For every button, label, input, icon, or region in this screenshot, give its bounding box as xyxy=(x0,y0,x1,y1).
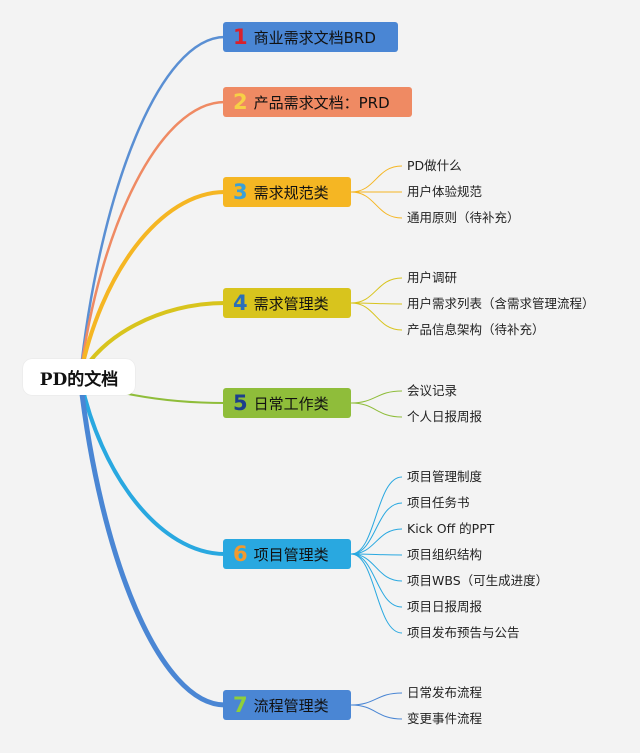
leaf-connector xyxy=(350,402,403,418)
topic-node-6[interactable]: 6 项目管理类 xyxy=(223,539,351,569)
leaf-connector xyxy=(350,302,403,331)
leaf-item[interactable]: 项目WBS（可生成进度） xyxy=(407,573,549,588)
topic-label: 日常工作类 xyxy=(253,394,329,413)
branch-connector-1 xyxy=(78,35,227,379)
leaf-item[interactable]: 个人日报周报 xyxy=(407,409,483,424)
topic-number: 2 xyxy=(233,89,248,114)
branch-connector-6 xyxy=(78,375,227,556)
leaf-item[interactable]: 变更事件流程 xyxy=(407,711,483,726)
leaf-connector xyxy=(350,553,403,634)
leaf-connector xyxy=(350,528,403,555)
leaf-connector xyxy=(350,191,403,219)
topic-node-2[interactable]: 2 产品需求文档：PRD xyxy=(223,87,412,117)
topic-node-4[interactable]: 4 需求管理类 xyxy=(223,288,351,318)
topic-number: 6 xyxy=(233,541,248,566)
topic-number: 7 xyxy=(233,692,248,717)
branch-connector-2 xyxy=(78,100,227,379)
topic-number: 3 xyxy=(233,179,248,204)
leaf-item[interactable]: PD做什么 xyxy=(407,158,462,173)
topic-label: 产品需求文档：PRD xyxy=(253,93,390,112)
leaf-item[interactable]: 日常发布流程 xyxy=(407,685,483,700)
root-label: PD的文档 xyxy=(39,369,119,390)
leaf-connector xyxy=(350,165,403,193)
leaf-item[interactable]: 用户调研 xyxy=(407,270,458,285)
leaf-item[interactable]: 通用原则（待补充） xyxy=(407,210,520,225)
branch-connector-7 xyxy=(77,374,228,708)
topic-node-5[interactable]: 5 日常工作类 xyxy=(223,388,351,418)
topic-node-1[interactable]: 1 商业需求文档BRD xyxy=(223,22,398,52)
topic-label: 商业需求文档BRD xyxy=(253,28,376,47)
topic-number: 5 xyxy=(233,390,248,415)
leaf-connector xyxy=(350,390,403,404)
leaf-item[interactable]: 用户需求列表（含需求管理流程） xyxy=(407,296,595,311)
leaf-connector xyxy=(350,553,403,582)
leaf-item[interactable]: Kick Off 的PPT xyxy=(407,521,495,536)
topic-node-3[interactable]: 3 需求规范类 xyxy=(223,177,351,207)
topic-label: 项目管理类 xyxy=(253,545,329,564)
topic-number: 4 xyxy=(233,290,248,315)
root-node[interactable]: PD的文档 xyxy=(23,359,135,395)
leaf-item[interactable]: 产品信息架构（待补充） xyxy=(407,322,545,337)
leaf-item[interactable]: 项目组织结构 xyxy=(407,547,483,562)
leaf-connector xyxy=(350,692,403,706)
leaf-item[interactable]: 项目发布预告与公告 xyxy=(407,625,520,640)
leaf-connector xyxy=(350,502,403,555)
leaf-connector xyxy=(350,476,403,555)
leaf-connector xyxy=(350,277,403,304)
leaf-item[interactable]: 项目日报周报 xyxy=(407,599,483,614)
topic-label: 需求规范类 xyxy=(253,183,329,202)
leaf-connector xyxy=(350,553,403,608)
topic-number: 1 xyxy=(233,24,248,49)
topic-label: 需求管理类 xyxy=(253,294,329,313)
topic-label: 流程管理类 xyxy=(253,696,329,715)
leaf-item[interactable]: 项目管理制度 xyxy=(407,469,483,484)
branch-connector-3 xyxy=(78,190,227,379)
topic-node-7[interactable]: 7 流程管理类 xyxy=(223,690,351,720)
leaf-item[interactable]: 用户体验规范 xyxy=(407,184,483,199)
leaf-item[interactable]: 会议记录 xyxy=(407,383,458,398)
leaf-item[interactable]: 项目任务书 xyxy=(407,495,470,510)
leaf-connector xyxy=(350,704,403,720)
